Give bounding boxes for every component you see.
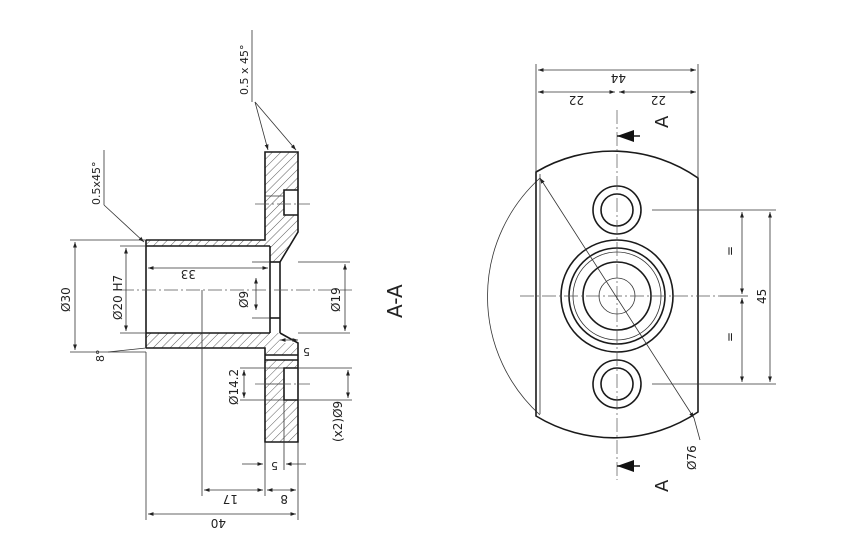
- chamfer-bore-label: 0.5x45°: [90, 161, 103, 205]
- len-33-label: 33: [181, 267, 196, 281]
- section-view: 0.5 x 45° 0.5x45° Ø30 Ø20 H7 8° 33 Ø9 Ø1…: [59, 30, 352, 530]
- cut-arrow-top: [617, 130, 634, 142]
- counterbore-top: [283, 189, 298, 216]
- angle-leader: [107, 347, 147, 353]
- front-view: A A 44 22 22 = = 45 Ø76: [487, 64, 776, 492]
- chamfer-top-label: 0.5 x 45°: [238, 45, 251, 96]
- section-label: A-A: [383, 284, 407, 318]
- dim76-leader: [693, 417, 701, 441]
- large-arc: [487, 177, 541, 416]
- dim-5-small-label: 5: [303, 345, 310, 358]
- chamfer-top-leader-1: [254, 101, 269, 151]
- dim76-line: [539, 177, 695, 419]
- angle-label: 8°: [94, 350, 107, 363]
- dia-76-label: Ø76: [685, 445, 699, 470]
- chamfer-top-leader-2: [254, 101, 297, 151]
- dim-40-label: 40: [211, 516, 226, 530]
- dim-8-label: 8: [280, 492, 288, 506]
- dia-20-label: Ø20 H7: [111, 275, 125, 320]
- chamfer-bore-leader: [103, 204, 145, 243]
- dim-5-label: 5: [271, 459, 278, 472]
- cut-letter-bottom: A: [652, 479, 673, 492]
- dim-44-label: 44: [611, 71, 626, 85]
- eq-bottom-label: =: [723, 332, 737, 342]
- dim-45-label: 45: [755, 289, 769, 304]
- cut-letter-top: A: [652, 115, 673, 128]
- dia-9-x2-label: (x2)Ø9: [331, 401, 345, 442]
- dia-9-label: Ø9: [237, 291, 251, 308]
- dim-17-label: 17: [223, 492, 238, 506]
- dia-19-label: Ø19: [329, 287, 343, 312]
- body-outline: [535, 150, 699, 439]
- cut-arrow-bottom: [617, 460, 634, 472]
- dim-22-right-label: 22: [651, 93, 666, 107]
- dia-14-2-label: Ø14.2: [227, 369, 241, 405]
- bore-lower-hatch: [146, 333, 298, 355]
- flange-bottom-hatch: [265, 360, 298, 442]
- eq-top-label: =: [723, 246, 737, 256]
- dim-22-left-label: 22: [569, 93, 584, 107]
- dia-30-label: Ø30: [59, 287, 73, 312]
